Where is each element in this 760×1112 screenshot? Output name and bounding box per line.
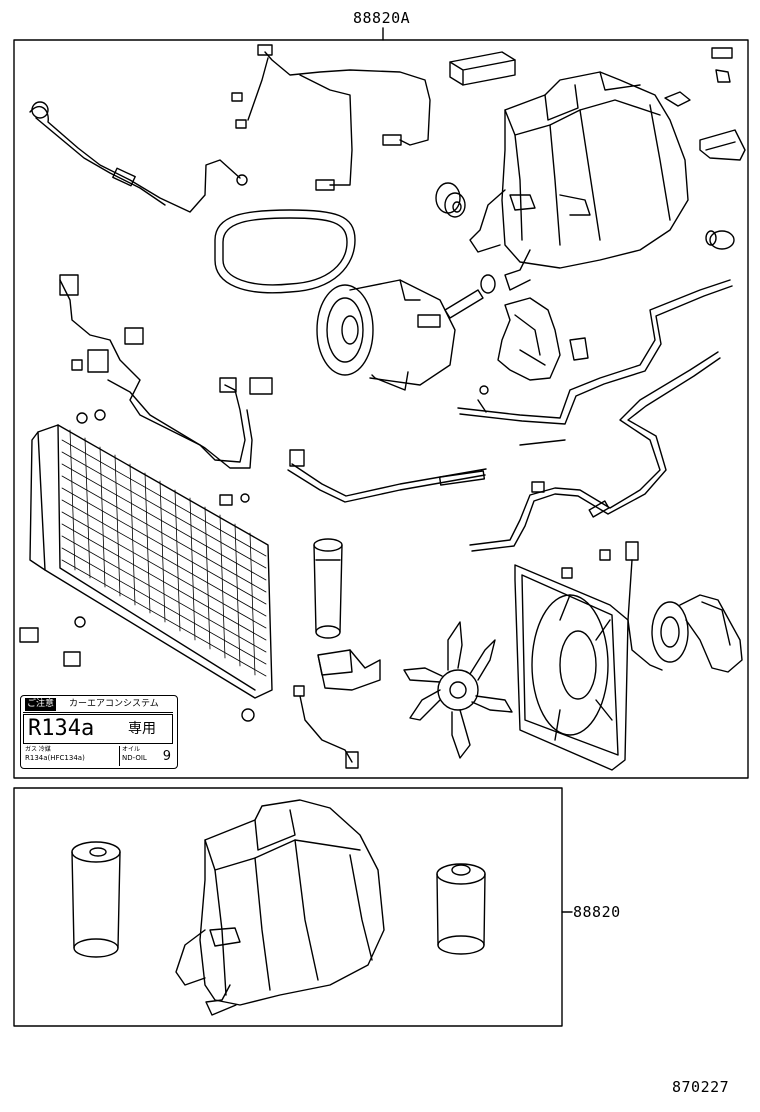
refrigerant-caution-label: ご注意 カーエアコンシステム R134a 専用 ガス 冷媒 R134a(HFC1… xyxy=(20,695,178,769)
pressure-switch-wire xyxy=(293,685,359,769)
bottom-cooling-unit xyxy=(175,799,385,1016)
wire-harness-top xyxy=(231,44,431,191)
ac-compressor xyxy=(316,279,456,391)
compressor-bracket xyxy=(497,297,589,381)
fan-shroud xyxy=(514,549,629,771)
caution-header-right: カーエアコンシステム xyxy=(69,699,159,709)
liquid-pipe-right xyxy=(457,279,733,446)
v-belt xyxy=(214,209,356,294)
part-number-88820: 88820 xyxy=(573,903,621,921)
caution-header-left: ご注意 xyxy=(25,698,57,711)
oil-spec: ND-OIL xyxy=(122,754,147,762)
fan-motor xyxy=(625,541,743,673)
oil-text: オイル xyxy=(122,746,141,753)
small-fittings-right xyxy=(664,47,746,250)
caution-header: ご注意 カーエアコンシステム xyxy=(23,698,173,713)
bottom-filter-drier xyxy=(436,863,486,955)
cooling-fan xyxy=(403,621,513,759)
refrigerant-type: R134a xyxy=(28,716,95,741)
gas-spec-block: ガス 冷媒 R134a(HFC134a) xyxy=(25,746,125,766)
condenser-core xyxy=(19,409,273,722)
top-panel-frame xyxy=(13,39,749,779)
center-pipe xyxy=(287,449,487,503)
part-number-88820a: 88820A xyxy=(353,9,411,27)
grommet-parts xyxy=(435,182,496,319)
cooling-unit-top xyxy=(469,71,689,291)
discharge-hose-left xyxy=(59,274,273,469)
gas-text: ガス 冷媒 xyxy=(25,746,51,753)
oil-number: 9 xyxy=(162,749,171,764)
gas-spec: R134a(HFC134a) xyxy=(25,754,85,762)
resistor-block xyxy=(449,51,516,86)
oil-spec-block: オイル ND-OIL 9 xyxy=(119,746,175,766)
discharge-pipe-right xyxy=(469,351,721,552)
refrigerant-box: R134a 専用 xyxy=(23,714,173,744)
exclusive-use-text: 専用 xyxy=(128,721,156,737)
drawing-number: 870227 xyxy=(672,1078,730,1096)
bottom-panel-frame xyxy=(13,787,563,1027)
bottom-receiver-drier xyxy=(71,841,121,958)
suction-hose-pipe xyxy=(29,101,248,213)
receiver-drier xyxy=(313,538,381,691)
